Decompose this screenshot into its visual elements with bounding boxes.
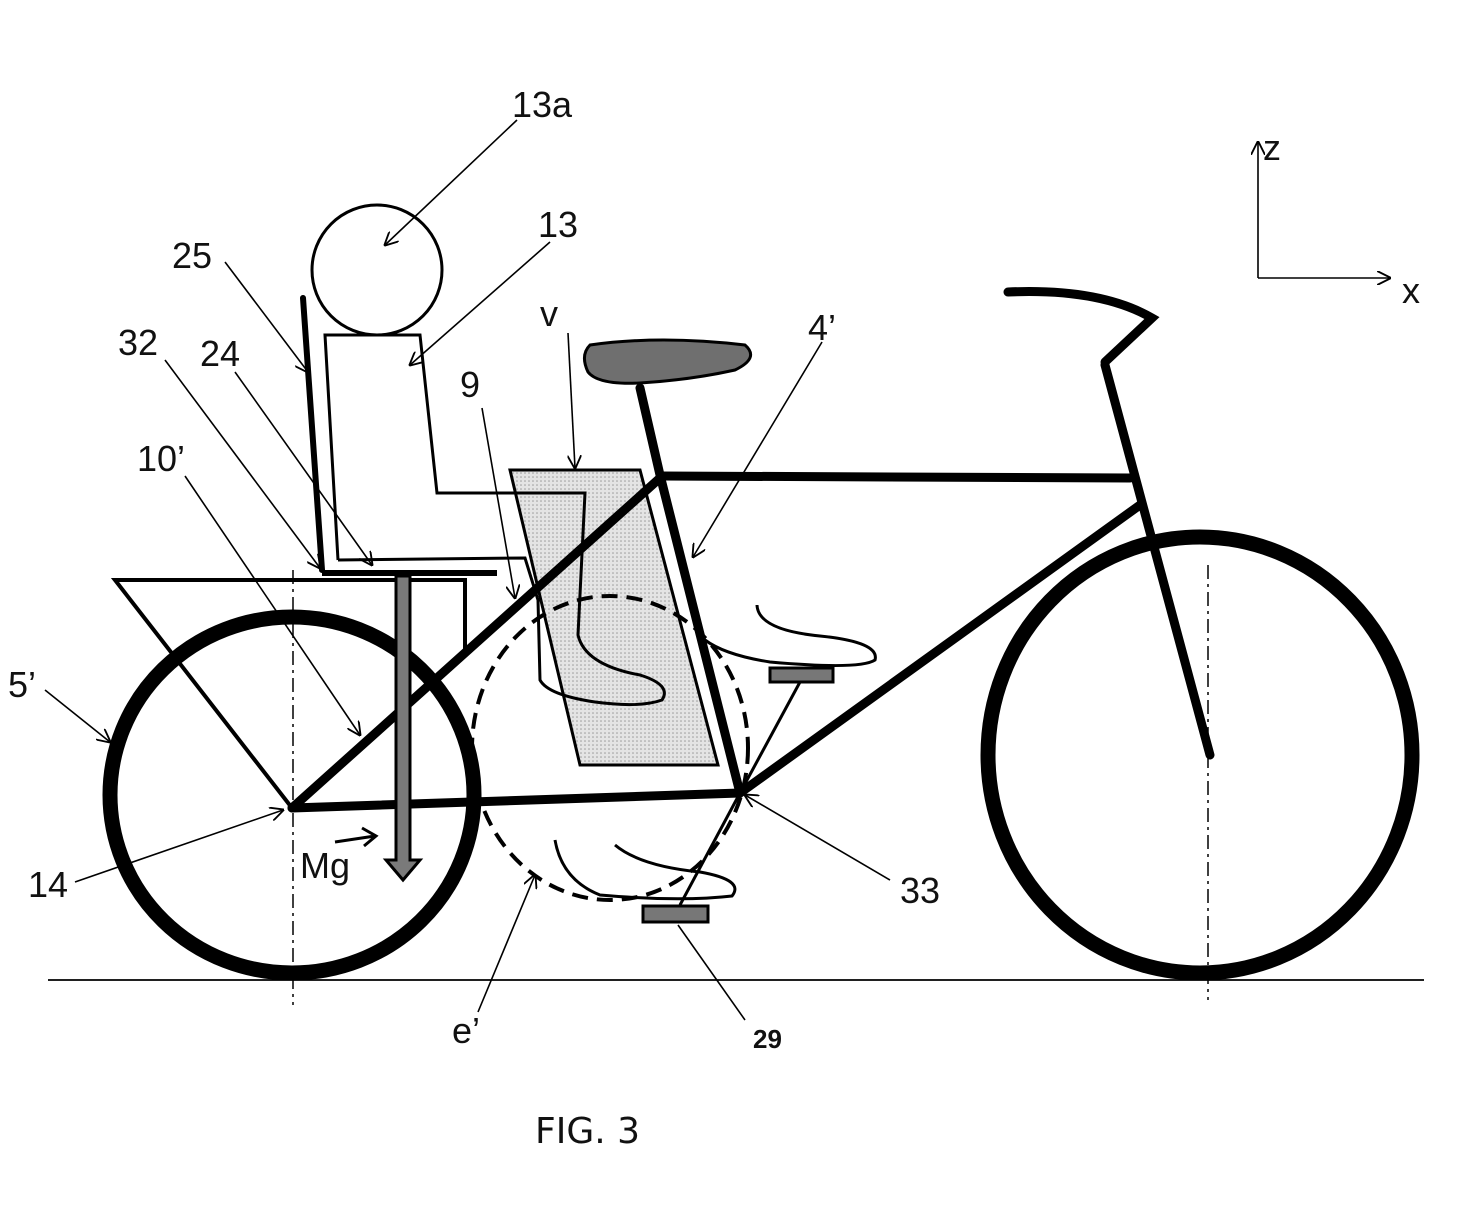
weight-arrow — [382, 574, 424, 883]
label-13a: 13a — [512, 84, 573, 125]
rear-rack — [110, 578, 467, 810]
label-29: 29 — [753, 1024, 782, 1054]
saddle — [583, 338, 753, 385]
pedal-upper — [768, 666, 835, 684]
axis-x-label: x — [1402, 270, 1420, 311]
lower-leg — [553, 839, 737, 901]
label-mg: Mg — [300, 845, 350, 886]
small-arrow — [334, 826, 379, 848]
front-wheel — [980, 529, 1420, 981]
panel-v — [508, 468, 720, 767]
label-14: 14 — [28, 864, 68, 905]
label-4-prime: 4’ — [808, 307, 836, 348]
label-v: v — [540, 293, 558, 334]
label-24: 24 — [200, 333, 240, 374]
label-13: 13 — [538, 204, 578, 245]
axis-z-label: z — [1263, 127, 1281, 168]
label-33: 33 — [900, 870, 940, 911]
child-seat-backrest — [300, 295, 325, 573]
crank-lower — [678, 792, 742, 906]
figure-caption: FIG. 3 — [535, 1111, 640, 1152]
upper-leg — [704, 604, 877, 668]
leader-lines — [44, 119, 891, 1021]
child-body — [323, 333, 666, 707]
pedal-path-ellipse — [470, 594, 750, 902]
label-9: 9 — [460, 364, 480, 405]
label-32: 32 — [118, 322, 158, 363]
label-5-prime: 5’ — [8, 664, 36, 705]
child-head — [310, 203, 444, 337]
crank-upper — [738, 681, 802, 794]
bicycle-frame — [287, 287, 1215, 813]
label-10-prime: 10’ — [137, 438, 185, 479]
pedal-lower — [641, 904, 710, 924]
label-e-prime: e’ — [452, 1010, 480, 1051]
axes-indicator — [1258, 142, 1390, 278]
rear-wheel — [102, 609, 482, 981]
label-25: 25 — [172, 235, 212, 276]
